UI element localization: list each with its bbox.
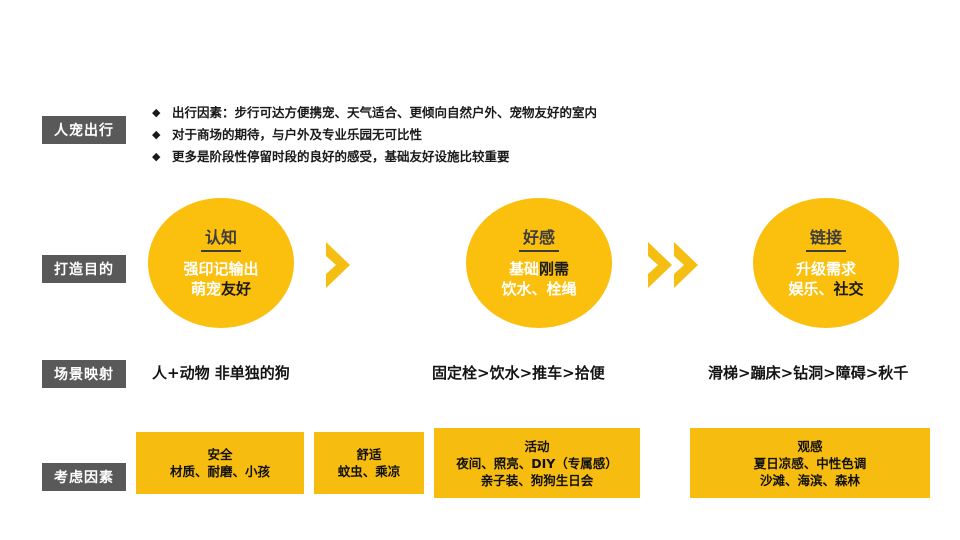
diamond-bullet-icon: ◆: [152, 150, 161, 163]
factor-box-title: 舒适: [356, 447, 382, 462]
list-item: ◆ 对于商场的期待，与户外及专业乐园无可比性: [152, 126, 752, 143]
row-label-scene: 场景映射: [42, 360, 126, 388]
diamond-bullet-icon: ◆: [152, 106, 161, 119]
chevron-right-single-icon: [322, 240, 356, 290]
row-label-factors: 考虑因素: [42, 463, 126, 491]
factor-box-title: 安全: [207, 447, 233, 462]
scene-mapping-text-2: 固定栓>饮水>推车>拾便: [432, 364, 605, 382]
diamond-bullet-icon: ◆: [152, 128, 161, 141]
circle-line: 强印记输出: [183, 259, 258, 279]
circle-line: 娱乐、社交: [788, 279, 863, 299]
bullet-text: 出行因素：步行可达方便携宠、天气适合、更倾向自然户外、宠物友好的室内: [172, 105, 598, 120]
scene-mapping-text-1: 人+动物 非单独的狗: [152, 364, 290, 382]
factor-box-title: 活动: [524, 438, 550, 454]
circle-segment: 娱乐、: [788, 279, 834, 298]
circle-title: 好感: [518, 228, 559, 252]
stage-circle-affinity: 好感 基础刚需 饮水、栓绳: [466, 198, 612, 328]
factor-box-safety: 安全 材质、耐磨、小孩: [136, 432, 304, 494]
factor-box-perception: 观感 夏日凉感、中性色调 沙滩、海滨、森林: [690, 428, 930, 498]
circle-segment: 基础: [508, 259, 539, 278]
factor-box-comfort: 舒适 蚊虫、乘凉: [314, 432, 424, 494]
factor-box-detail: 沙滩、海滨、森林: [759, 472, 860, 488]
travel-bullet-list: ◆ 出行因素：步行可达方便携宠、天气适合、更倾向自然户外、宠物友好的室内 ◆ 对…: [152, 104, 752, 170]
circle-line: 升级需求: [796, 259, 856, 279]
chevron-right-double-icon: [646, 240, 704, 290]
circle-line: 饮水、栓绳: [501, 279, 576, 299]
factor-box-detail: 夏日凉感、中性色调: [753, 455, 867, 471]
circle-segment: 饮水、栓绳: [501, 279, 577, 298]
factor-box-detail: 材质、耐磨、小孩: [169, 464, 270, 479]
list-item: ◆ 出行因素：步行可达方便携宠、天气适合、更倾向自然户外、宠物友好的室内: [152, 104, 752, 121]
stage-circle-cognition: 认知 强印记输出 萌宠友好: [148, 198, 294, 328]
factor-box-activity: 活动 夜间、照亮、DIY（专属感） 亲子装、狗狗生日会: [434, 428, 640, 498]
factor-box-detail: 亲子装、狗狗生日会: [480, 472, 594, 488]
list-item: ◆ 更多是阶段性停留时段的良好的感受，基础友好设施比较重要: [152, 148, 752, 165]
circle-segment: 升级需求: [795, 259, 856, 278]
stage-circle-connection: 链接 升级需求 娱乐、社交: [753, 198, 899, 328]
scene-mapping-text-3: 滑梯>蹦床>钻洞>障碍>秋千: [708, 364, 909, 382]
circle-line: 萌宠友好: [191, 279, 251, 299]
bullet-text: 对于商场的期待，与户外及专业乐园无可比性: [172, 127, 423, 142]
circle-segment: 友好: [221, 279, 252, 298]
factor-box-title: 观感: [797, 438, 823, 454]
circle-line: 基础刚需: [509, 259, 569, 279]
circle-title: 认知: [200, 228, 241, 252]
circle-segment: 社交: [833, 279, 864, 298]
circle-segment: 强印记输出: [183, 259, 259, 278]
row-label-travel: 人宠出行: [42, 116, 126, 144]
circle-segment: 萌宠: [190, 279, 221, 298]
factor-box-detail: 夜间、照亮、DIY（专属感）: [456, 455, 618, 471]
circle-title: 链接: [805, 228, 846, 252]
bullet-text: 更多是阶段性停留时段的良好的感受，基础友好设施比较重要: [172, 149, 510, 164]
circle-segment: 刚需: [539, 259, 570, 278]
row-label-purpose: 打造目的: [42, 255, 126, 283]
factor-box-detail: 蚊虫、乘凉: [337, 464, 401, 479]
